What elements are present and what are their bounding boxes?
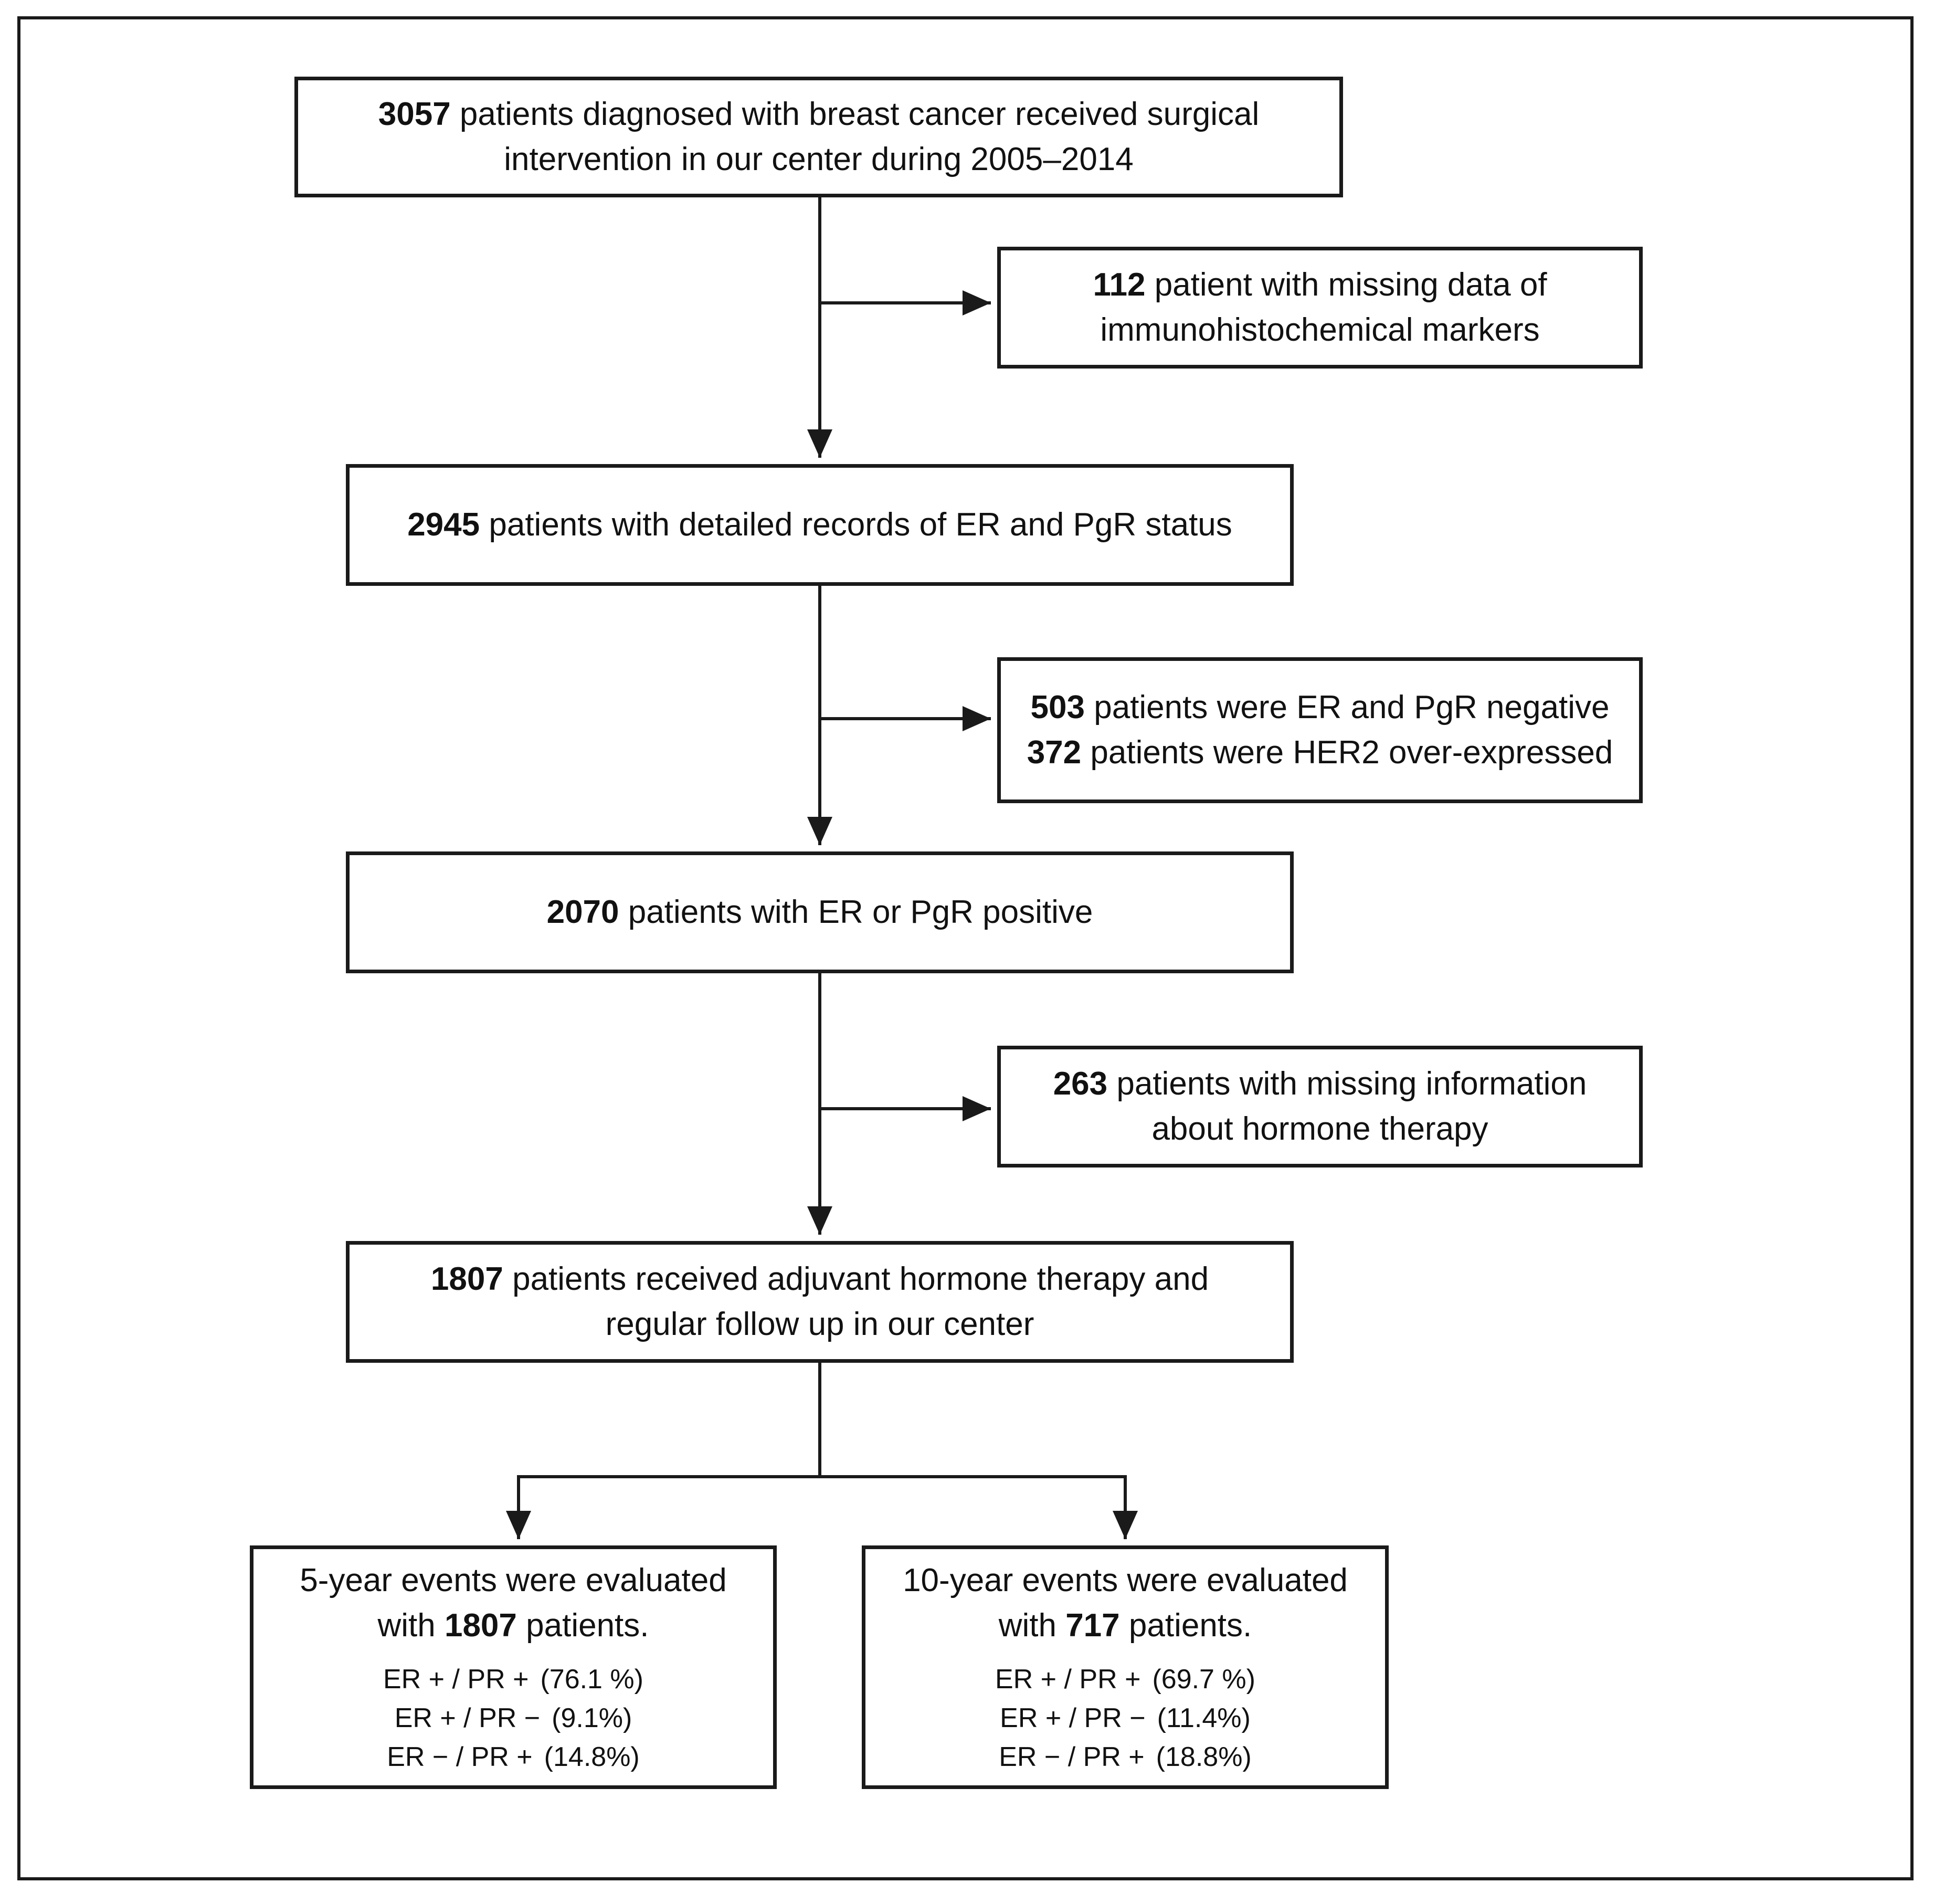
box-total-line2: intervention in our center during 2005–2…	[504, 141, 1134, 177]
box-ten-year-line1: 10-year events were evaluated	[903, 1562, 1348, 1598]
box-excluded-negative-line1: 503 patients were ER and PgR negative	[1030, 689, 1610, 725]
distribution-row: ER + / PR +(69.7 %)	[995, 1664, 1255, 1695]
ten-year-count: 717	[1065, 1607, 1120, 1644]
box-ten-year-line2: with 717 patients.	[998, 1607, 1252, 1644]
box-er-or-pgr-positive: 2070 patients with ER or PgR positive	[346, 851, 1294, 973]
er-pgr-negative-count: 503	[1030, 689, 1085, 725]
box-ten-year-events: 10-year events were evaluated with 717 p…	[862, 1545, 1389, 1789]
box-five-year-line1: 5-year events were evaluated	[300, 1562, 727, 1598]
box-excluded-negative: 503 patients were ER and PgR negative 37…	[997, 657, 1643, 803]
distribution-row: ER − / PR +(14.8%)	[387, 1742, 640, 1772]
figure-frame	[17, 16, 1914, 1880]
total-count: 3057	[378, 96, 451, 132]
distribution-row: ER − / PR +(18.8%)	[999, 1742, 1252, 1772]
distribution-row: ER + / PR −(11.4%)	[1000, 1703, 1251, 1733]
box-five-year-events: 5-year events were evaluated with 1807 p…	[250, 1545, 777, 1789]
distribution-row: ER + / PR −(9.1%)	[394, 1703, 632, 1733]
box-excluded-hormone-line1: 263 patients with missing information	[1053, 1066, 1587, 1102]
positive-count: 2070	[546, 894, 619, 930]
box-excluded-ihc-line2: immunohistochemical markers	[1100, 312, 1540, 348]
box-positive-line1: 2070 patients with ER or PgR positive	[546, 894, 1093, 930]
box-followup-line1: 1807 patients received adjuvant hormone …	[430, 1261, 1209, 1297]
followup-count: 1807	[430, 1261, 503, 1297]
excluded-ihc-count: 112	[1093, 267, 1146, 303]
box-excluded-ihc-line1: 112 patient with missing data of	[1093, 267, 1547, 303]
box-total-patients: 3057 patients diagnosed with breast canc…	[294, 77, 1343, 197]
five-year-count: 1807	[444, 1607, 517, 1644]
five-year-distribution: ER + / PR +(76.1 %) ER + / PR −(9.1%) ER…	[383, 1660, 643, 1776]
excluded-hormone-count: 263	[1053, 1066, 1108, 1102]
box-excluded-hormone: 263 patients with missing information ab…	[997, 1046, 1643, 1167]
box-excluded-ihc: 112 patient with missing data of immunoh…	[997, 247, 1643, 369]
box-er-pgr-records-line1: 2945 patients with detailed records of E…	[407, 507, 1232, 543]
distribution-row: ER + / PR +(76.1 %)	[383, 1664, 643, 1695]
box-total-line1: 3057 patients diagnosed with breast canc…	[378, 96, 1260, 132]
box-hormone-therapy-followup: 1807 patients received adjuvant hormone …	[346, 1241, 1294, 1363]
box-five-year-line2: with 1807 patients.	[377, 1607, 649, 1644]
box-excluded-negative-line2: 372 patients were HER2 over-expressed	[1027, 734, 1613, 771]
box-excluded-hormone-line2: about hormone therapy	[1151, 1111, 1488, 1147]
ten-year-distribution: ER + / PR +(69.7 %) ER + / PR −(11.4%) E…	[995, 1660, 1255, 1776]
box-er-pgr-records: 2945 patients with detailed records of E…	[346, 464, 1294, 586]
her2-count: 372	[1027, 734, 1082, 771]
er-pgr-records-count: 2945	[407, 507, 480, 543]
box-followup-line2: regular follow up in our center	[605, 1306, 1034, 1342]
